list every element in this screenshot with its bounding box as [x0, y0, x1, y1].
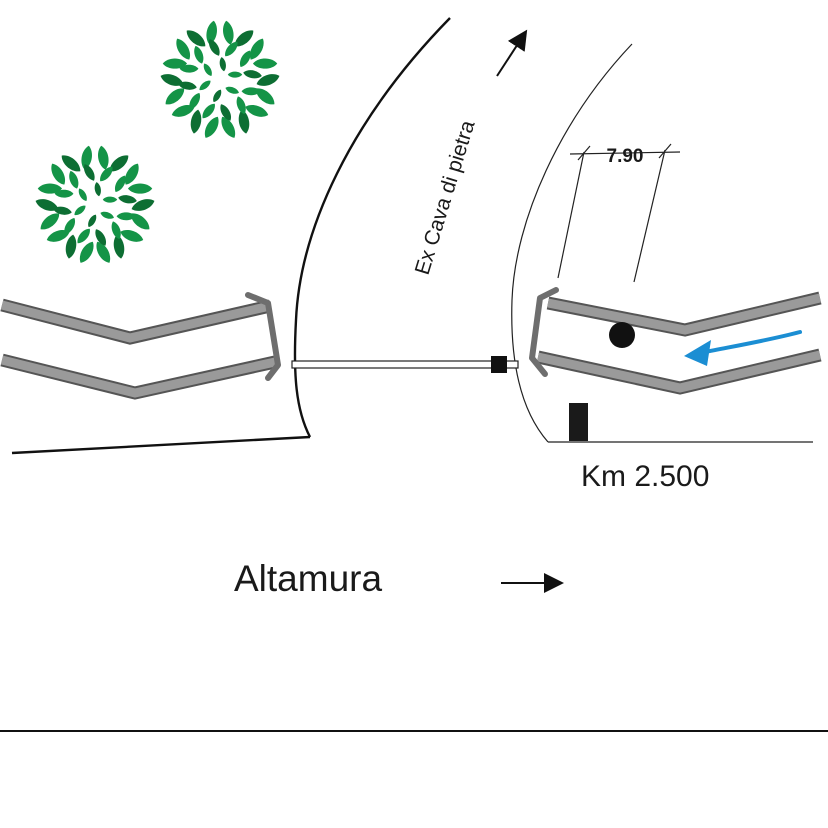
tree-leaf: [66, 169, 81, 190]
tree-leaf: [201, 114, 223, 141]
km-label: Km 2.500: [581, 460, 709, 493]
tree-canopy-icon: [33, 144, 157, 266]
point-marker-icon: [609, 322, 635, 348]
tree-leaf: [252, 84, 278, 109]
tree-leaf: [188, 108, 204, 135]
left-road-bottom-edge: [11, 435, 311, 455]
tree-leaf: [99, 210, 115, 221]
right-guardrail: [529, 287, 822, 395]
tree-leaf: [242, 68, 263, 80]
tree-leaf: [221, 19, 236, 46]
tree-leaf: [117, 193, 138, 205]
dimension-label: 7.90: [607, 146, 644, 167]
tree-canopy-icon: [158, 19, 282, 141]
tree-leaf: [224, 85, 240, 96]
left-road-edge: [293, 17, 451, 438]
tree-leaf: [93, 181, 102, 197]
gate-post-icon: [491, 356, 507, 373]
left-guardrail: [0, 292, 281, 400]
tree-leaf: [76, 239, 98, 266]
tree-leaf: [227, 71, 243, 78]
tree-leaf: [96, 144, 111, 171]
right-road-edge: [511, 43, 633, 443]
tree-leaf: [127, 183, 153, 194]
tree-leaf: [191, 44, 206, 65]
gate-bar: [291, 356, 519, 373]
tree-leaf: [63, 233, 79, 260]
town-label: Altamura: [234, 558, 382, 599]
tree-leaf: [197, 78, 213, 93]
cava-label: Ex Cava di pietra: [411, 118, 480, 278]
tree-leaf: [72, 203, 88, 218]
tree-leaf: [102, 196, 118, 203]
tree-leaf: [127, 209, 153, 234]
tree-leaf: [201, 61, 214, 78]
dimension-7.90: [557, 143, 681, 283]
km-marker-icon: [569, 403, 588, 441]
tree-leaf: [85, 213, 99, 229]
curved-arrow-icon: [684, 330, 802, 366]
cava-direction-arrow: [496, 29, 528, 77]
tree-leaf: [76, 186, 89, 203]
tree-leaf: [218, 56, 227, 72]
tree-leaf: [210, 88, 224, 104]
tree-leaf: [252, 58, 278, 69]
